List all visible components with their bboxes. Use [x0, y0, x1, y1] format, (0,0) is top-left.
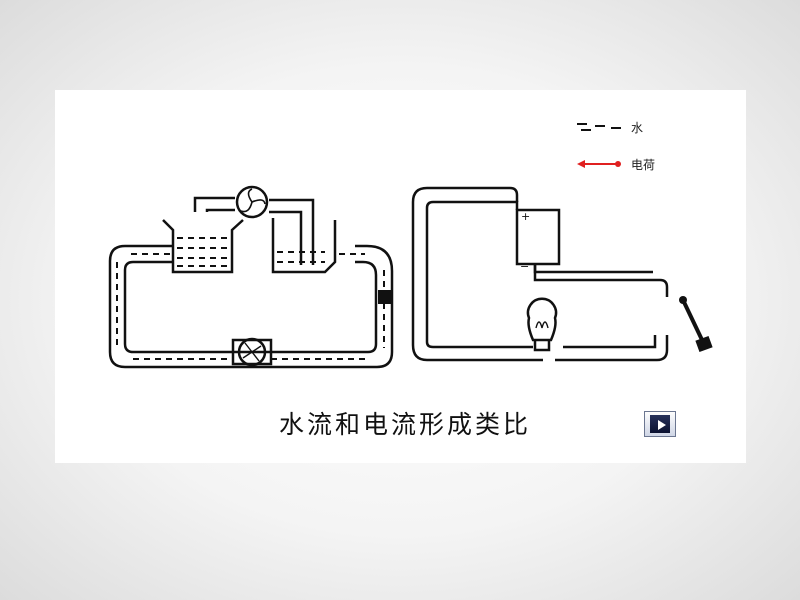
- legend-water-symbol: [577, 123, 621, 131]
- wire-top-right-inner: [533, 264, 653, 274]
- filament-icon: [535, 321, 549, 329]
- siphon-right: [269, 198, 315, 265]
- pump: [237, 337, 267, 367]
- electric-circuit: [411, 186, 705, 362]
- play-icon: [650, 415, 670, 433]
- fan-icon: [240, 188, 266, 213]
- valve-icon: [378, 290, 392, 304]
- water-dashes: [116, 237, 385, 360]
- water-pipe-inner: [123, 260, 378, 354]
- wire-inner: [425, 200, 533, 349]
- legend-charge-symbol: [577, 160, 621, 168]
- wire-outer: [411, 186, 543, 362]
- bulb-base: [533, 340, 551, 352]
- wire-bottom-right-inner: [563, 335, 657, 349]
- wire-top-right: [533, 264, 669, 297]
- water-pipe-outer: [108, 244, 394, 369]
- slide-card: + − 水 电荷 水流和电流形成类比: [55, 90, 746, 463]
- turbine: [235, 185, 269, 219]
- siphon-left-inner: [205, 208, 235, 212]
- switch-lever: [681, 299, 705, 343]
- play-button[interactable]: [644, 411, 676, 437]
- legend-charge-label: 电荷: [631, 158, 656, 172]
- left-tank: [162, 219, 244, 274]
- pump-impeller-icon: [242, 342, 262, 362]
- battery-positive: +: [521, 210, 530, 223]
- switch-pivot: [679, 296, 687, 304]
- switch-handle-icon: [695, 335, 713, 353]
- bulb: [526, 297, 558, 342]
- battery: [515, 208, 561, 266]
- siphon-left: [193, 196, 235, 212]
- water-circuit: [108, 185, 394, 369]
- slide-title: 水流和电流形成类比: [278, 410, 531, 439]
- siphon-right-inner: [269, 210, 303, 265]
- legend-water-label: 水: [631, 121, 644, 135]
- right-tank: [271, 218, 337, 274]
- wire-bottom-right: [555, 335, 669, 362]
- battery-negative: −: [520, 260, 529, 273]
- water-electric-analogy-diagram: + −: [108, 123, 713, 369]
